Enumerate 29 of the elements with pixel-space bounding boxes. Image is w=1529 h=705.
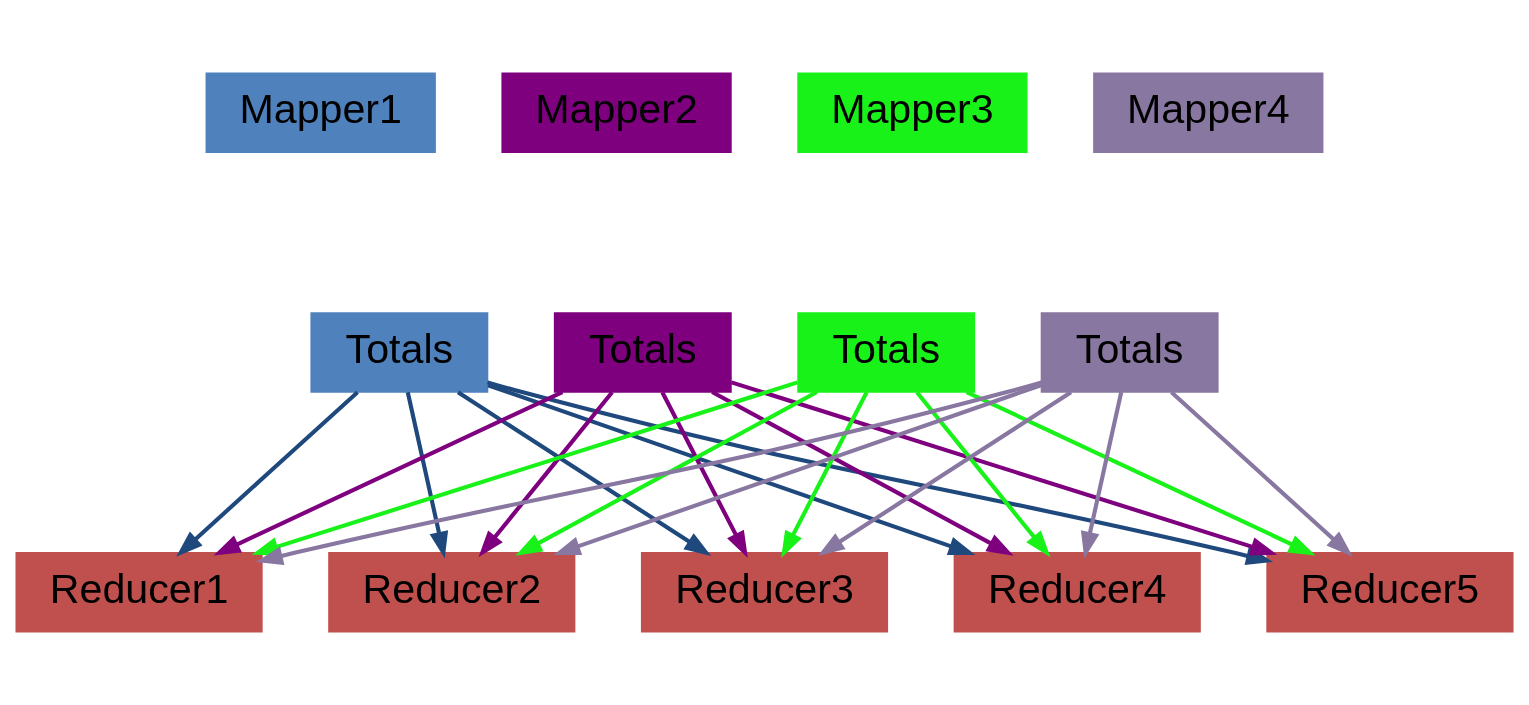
arrow (1170, 390, 1353, 557)
node-box: Reducer2 (328, 551, 576, 633)
node-box: Mapper4 (1093, 72, 1324, 154)
node-box: Totals (1040, 312, 1219, 393)
arrow (478, 390, 614, 558)
node-box: Reducer3 (640, 551, 889, 633)
arrow (487, 383, 976, 555)
arrow (405, 391, 449, 559)
node-box: Mapper1 (205, 72, 436, 154)
arrow (1080, 391, 1124, 559)
arrow (915, 390, 1051, 558)
node-box: Reducer1 (15, 551, 263, 633)
arrow (515, 390, 818, 556)
node-box: Reducer5 (1266, 551, 1514, 633)
node-box: Mapper3 (797, 72, 1028, 154)
node-box: Reducer4 (953, 551, 1201, 633)
arrow (817, 390, 1073, 556)
arrow (965, 390, 1316, 556)
node-box: Totals (310, 312, 489, 393)
arrow (730, 380, 1278, 556)
arrow (553, 383, 1042, 555)
arrow (255, 380, 1043, 565)
arrow (660, 391, 748, 559)
node-box: Mapper2 (501, 72, 732, 154)
arrow (781, 391, 869, 559)
arrow (711, 390, 1014, 556)
node-box: Totals (797, 312, 976, 393)
node-box: Totals (553, 312, 732, 393)
arrow (456, 390, 712, 556)
